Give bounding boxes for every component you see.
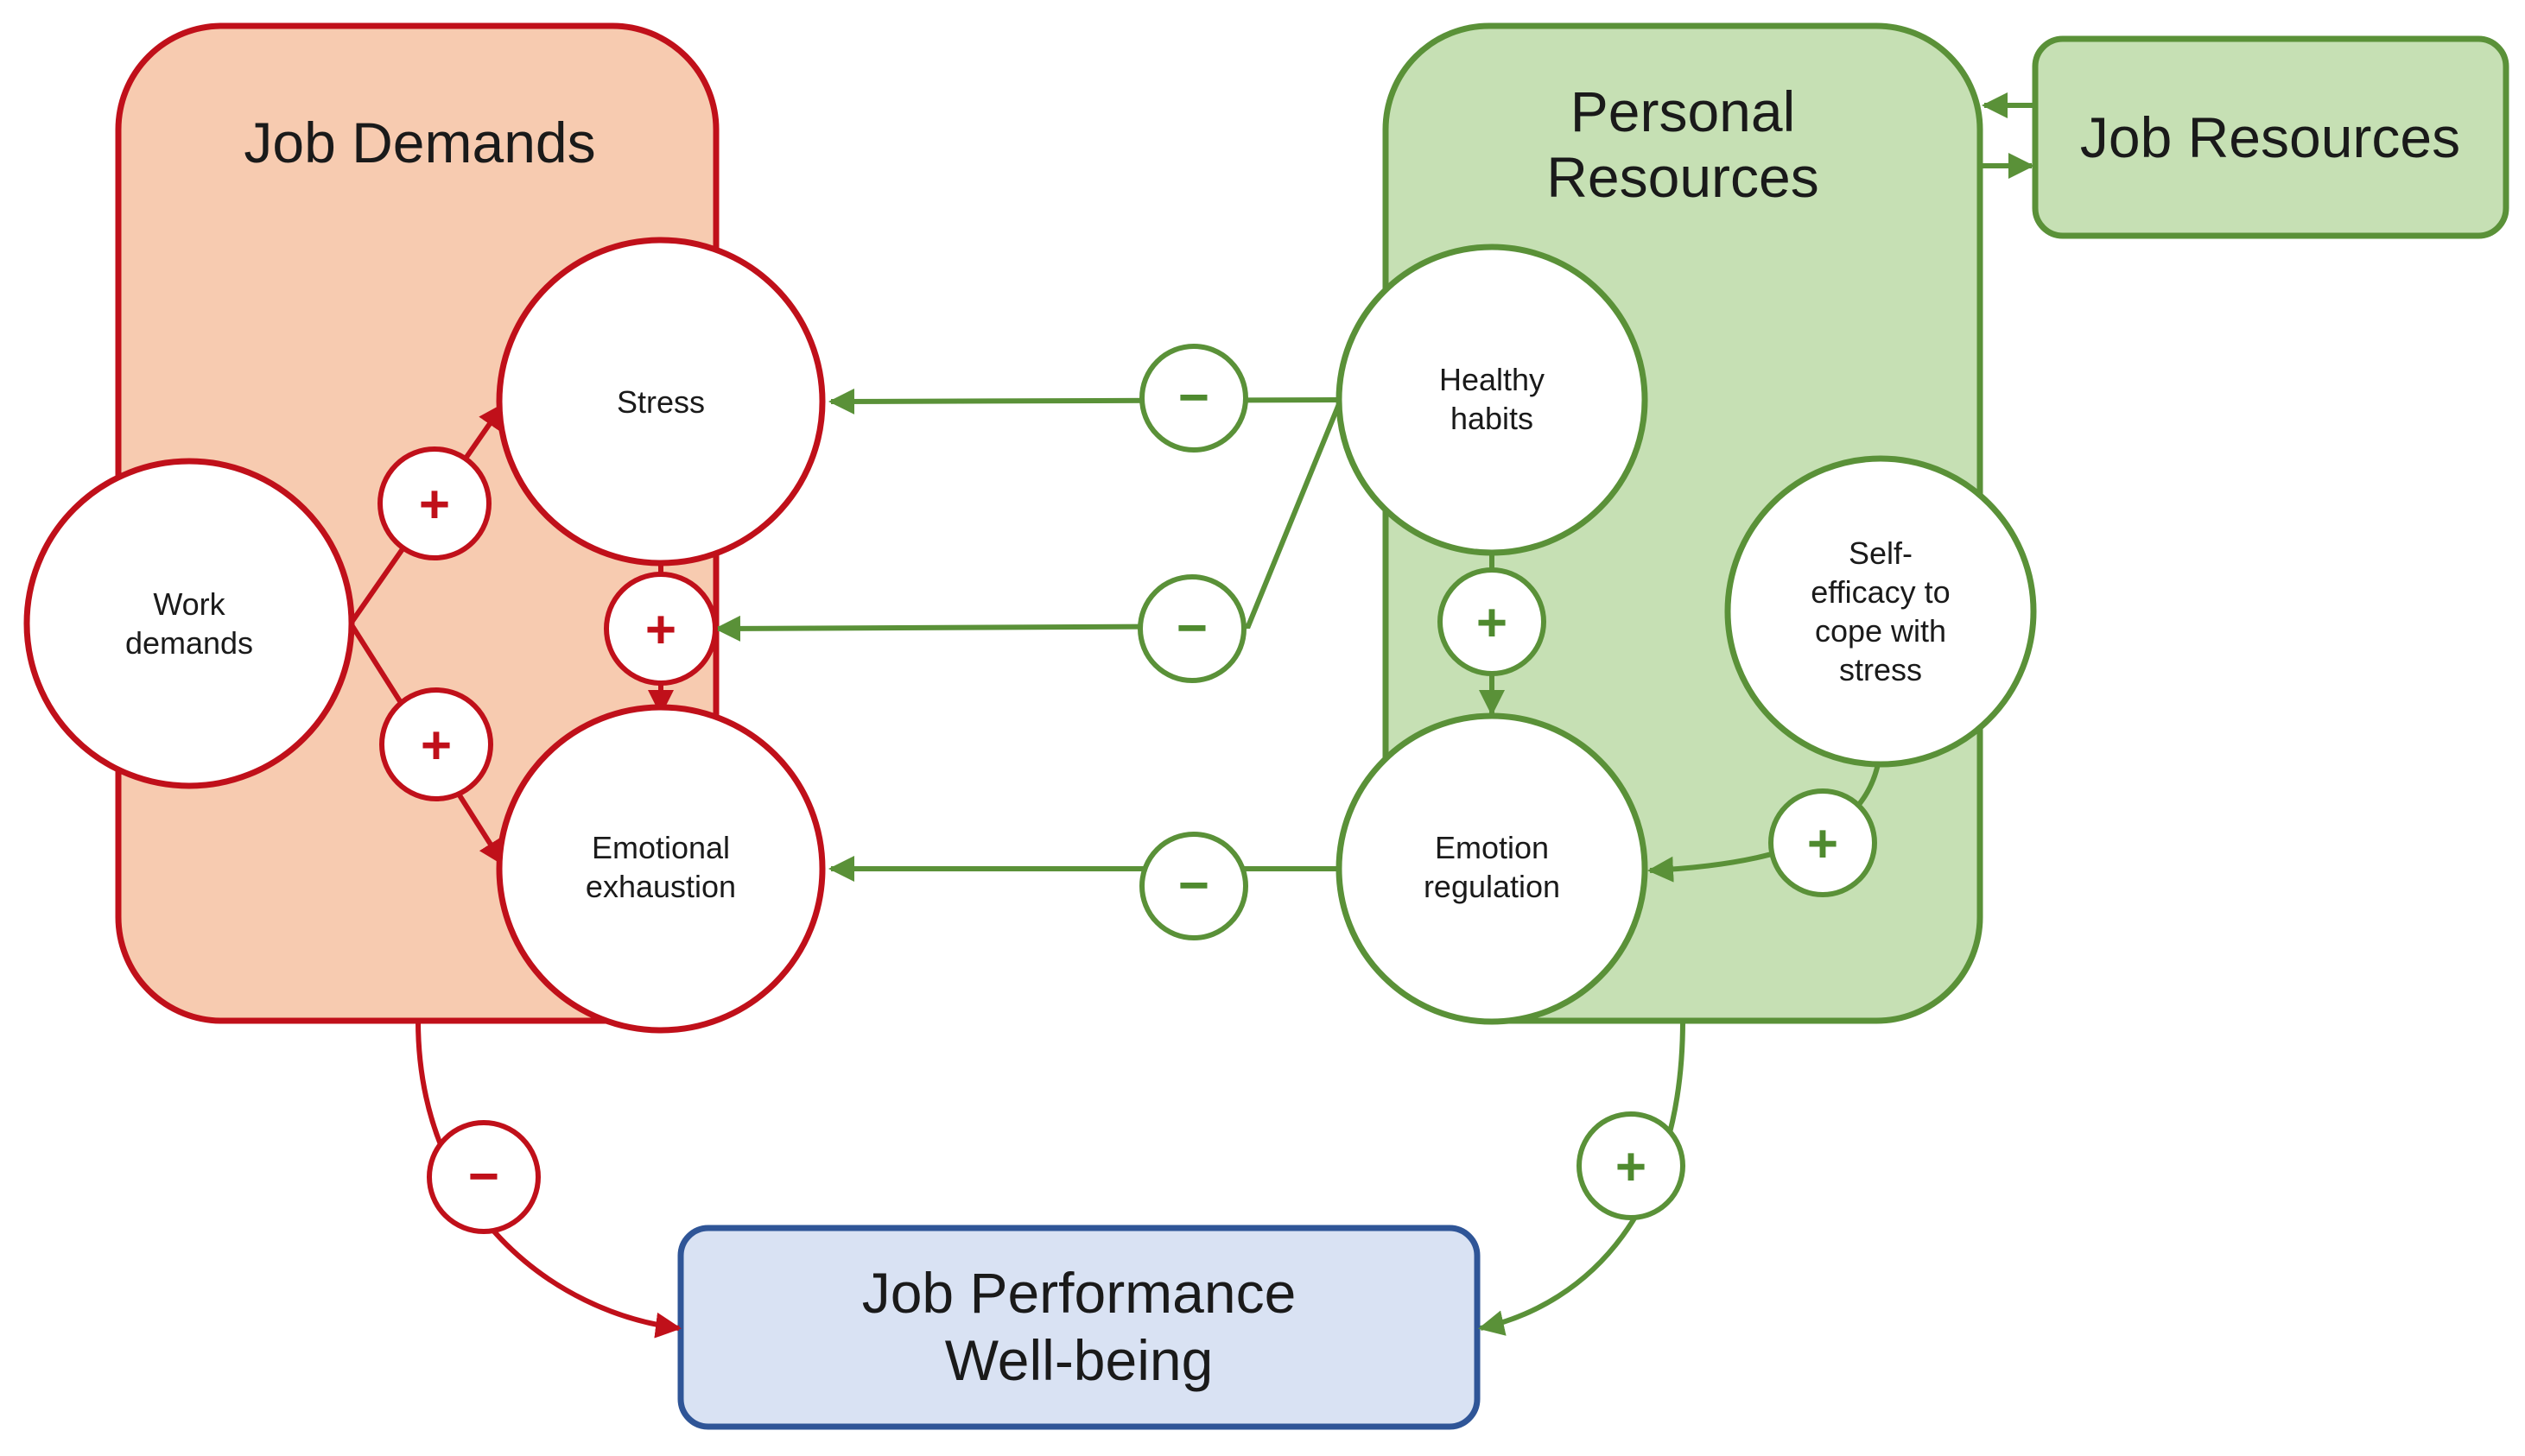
node-emotional-exhaustion: Emotional exhaustion — [496, 704, 826, 1034]
node-work-demands: Work demands — [23, 458, 355, 789]
sign-minus-habits-to-stress-glyph: − — [1178, 368, 1209, 427]
node-self-efficacy-line1: Self- — [1849, 535, 1913, 571]
sign-minus-regulation-to-exhaustion: − — [1139, 832, 1248, 940]
sign-plus-habits-to-regulation: + — [1437, 567, 1546, 676]
sign-plus-efficacy-to-regulation: + — [1768, 788, 1877, 897]
node-work-demands-line2: demands — [125, 625, 253, 661]
outcome-title-line2: Well-being — [945, 1328, 1214, 1392]
node-stress: Stress — [496, 237, 826, 567]
sign-plus-work-to-stress: + — [377, 446, 492, 560]
job-resources-box — [2032, 35, 2509, 239]
node-healthy-habits: Healthy habits — [1335, 244, 1648, 556]
node-emotion-regulation: Emotion regulation — [1335, 712, 1648, 1025]
sign-minus-regulation-to-exhaustion-glyph: − — [1178, 856, 1209, 915]
personal-resources-title-line1: Personal — [1570, 79, 1796, 143]
sign-plus-efficacy-to-regulation-glyph: + — [1807, 814, 1838, 874]
node-self-efficacy-line4: stress — [1839, 652, 1922, 687]
node-emotion-regulation-line2: regulation — [1424, 869, 1560, 904]
node-self-efficacy: Self- efficacy to cope with stress — [1724, 455, 2037, 768]
outcome-title-line1: Job Performance — [862, 1261, 1297, 1325]
node-self-efficacy-line2: efficacy to — [1811, 574, 1950, 610]
sign-minus-habits-to-link-glyph: − — [1177, 598, 1208, 658]
sign-plus-stress-to-exhaustion: + — [604, 572, 718, 686]
node-self-efficacy-line3: cope with — [1815, 613, 1946, 649]
personal-resources-title-line2: Resources — [1546, 145, 1818, 209]
sign-minus-habits-to-stress: − — [1139, 344, 1248, 453]
sign-minus-demands-to-outcome: − — [427, 1120, 541, 1234]
job-resources-title: Job Resources — [2080, 105, 2460, 169]
node-healthy-habits-line2: habits — [1450, 401, 1533, 436]
sign-plus-work-to-exhaustion-glyph: + — [421, 716, 452, 775]
node-emotion-regulation-line1: Emotion — [1435, 830, 1549, 865]
sign-plus-work-to-exhaustion: + — [379, 687, 493, 801]
sign-plus-stress-to-exhaustion-glyph: + — [645, 600, 676, 660]
sign-minus-habits-to-link: − — [1138, 574, 1247, 683]
node-healthy-habits-line1: Healthy — [1439, 362, 1545, 397]
node-work-demands-line1: Work — [153, 586, 225, 622]
sign-minus-demands-to-outcome-glyph: − — [468, 1147, 499, 1206]
node-emotional-exhaustion-line2: exhaustion — [586, 869, 736, 904]
sign-plus-resources-to-outcome: + — [1577, 1111, 1685, 1220]
edge-habits-to-stress-link — [714, 398, 1343, 642]
outcome-box — [677, 1225, 1481, 1430]
edge-habits-to-stress — [828, 388, 1342, 415]
sign-plus-habits-to-regulation-glyph: + — [1476, 593, 1507, 653]
job-demands-title: Job Demands — [244, 111, 595, 174]
sign-plus-work-to-stress-glyph: + — [419, 475, 450, 535]
sign-plus-resources-to-outcome-glyph: + — [1615, 1137, 1646, 1197]
edge-resources-to-outcome — [1478, 1020, 1685, 1336]
node-stress-line1: Stress — [617, 384, 705, 420]
node-emotional-exhaustion-line1: Emotional — [592, 830, 730, 865]
edge-demands-to-outcome — [416, 1020, 682, 1339]
